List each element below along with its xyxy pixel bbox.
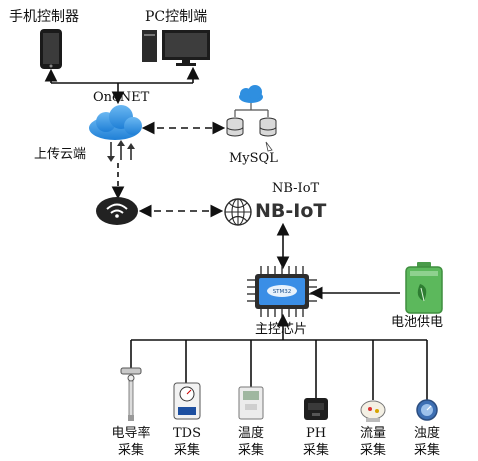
pc-controller-label: PC控制端 bbox=[145, 9, 208, 25]
mcu-chip-text: STM32 bbox=[273, 289, 292, 295]
pc-icon bbox=[142, 30, 210, 66]
nbiot-top-label: NB-IoT bbox=[272, 181, 320, 196]
phone-icon bbox=[40, 29, 62, 69]
turbidity-sensor-icon bbox=[416, 399, 438, 421]
ph-sensor-icon bbox=[304, 398, 328, 420]
onenet-cloud-icon bbox=[89, 105, 142, 140]
nbiot-logo-text: NB-IoT bbox=[255, 200, 327, 222]
cloud-wifi-arrows bbox=[107, 140, 135, 162]
sensor-bus bbox=[130, 313, 428, 400]
wifi-router-icon bbox=[96, 197, 138, 225]
temperature-sensor-icon bbox=[238, 386, 264, 420]
onenet-label: OneNET bbox=[93, 90, 150, 105]
sensor-label-conductivity: 电导率采集 bbox=[111, 426, 151, 458]
sensor-label-temperature: 温度采集 bbox=[237, 426, 264, 458]
mcu-chip-icon: STM32 bbox=[247, 266, 317, 317]
phone-controller-label: 手机控制器 bbox=[9, 9, 79, 25]
conductivity-probe-icon bbox=[120, 367, 142, 421]
sensor-label-flow: 流量采集 bbox=[359, 426, 386, 458]
battery-icon bbox=[405, 262, 443, 314]
upload-cloud-label: 上传云端 bbox=[34, 147, 87, 162]
sensor-label-turbidity: 浊度采集 bbox=[413, 426, 440, 458]
nbiot-logo-icon bbox=[224, 198, 252, 226]
mysql-database-icon bbox=[226, 85, 277, 152]
flow-meter-icon bbox=[360, 400, 386, 422]
battery-label: 电池供电 bbox=[391, 315, 444, 330]
phone-pc-connector bbox=[44, 66, 200, 105]
mysql-label: MySQL bbox=[229, 151, 278, 166]
mcu-label: 主控芯片 bbox=[255, 322, 308, 337]
tds-meter-icon bbox=[173, 382, 201, 420]
